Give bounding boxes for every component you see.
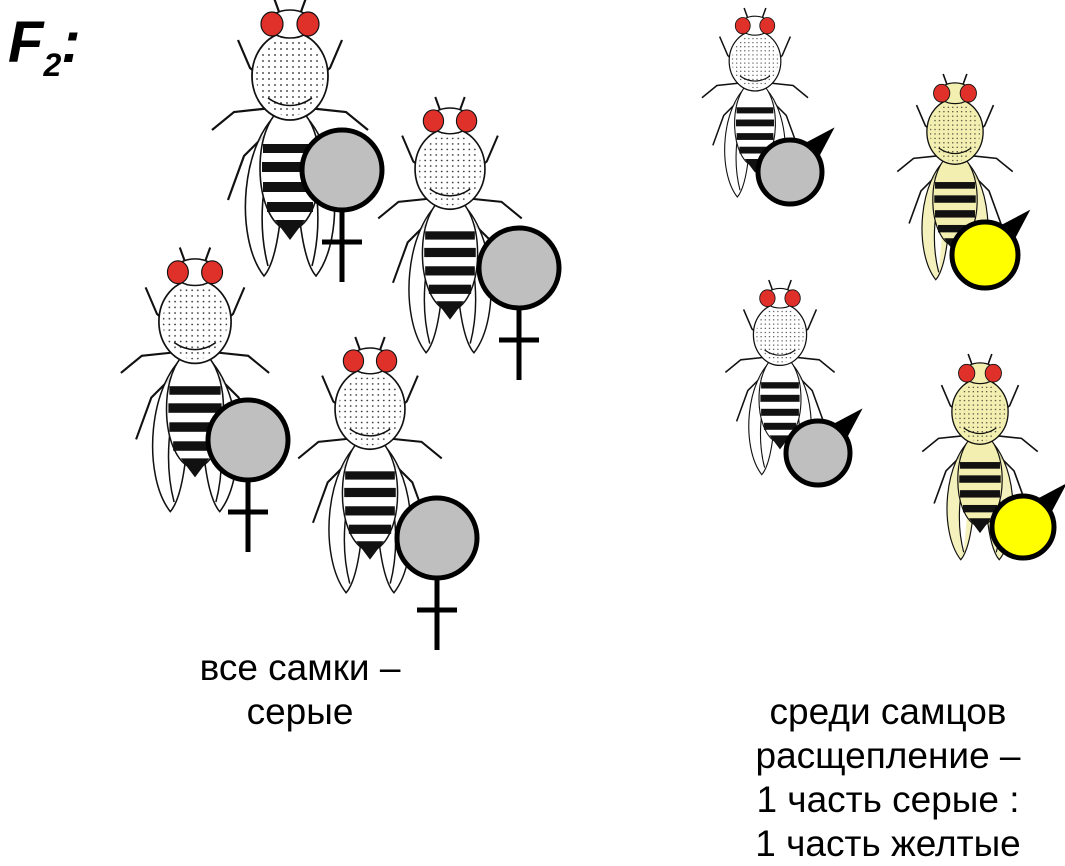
males-caption-line-1: среди самцов bbox=[718, 690, 1058, 734]
female-symbol-icon bbox=[397, 498, 477, 650]
males-caption: среди самцов расщепление – 1 часть серые… bbox=[718, 690, 1058, 866]
male-fly-yellow-8 bbox=[922, 354, 1065, 560]
female-fly-gray-3 bbox=[121, 248, 288, 553]
females-caption-line-1: все самки – bbox=[150, 646, 450, 690]
flies-layer bbox=[121, 0, 1065, 650]
female-fly-gray-1 bbox=[212, 0, 382, 282]
male-fly-yellow-6 bbox=[897, 74, 1030, 288]
males-caption-line-2: расщепление – bbox=[718, 734, 1058, 778]
male-fly-gray-5 bbox=[702, 8, 835, 204]
males-caption-line-4: 1 часть желтые bbox=[718, 822, 1058, 866]
females-caption: все самки – серые bbox=[150, 646, 450, 734]
female-fly-gray-2 bbox=[378, 97, 559, 380]
female-fly-gray-4 bbox=[298, 337, 477, 650]
male-fly-gray-7 bbox=[725, 280, 862, 485]
females-caption-line-2: серые bbox=[150, 690, 450, 734]
males-caption-line-3: 1 часть серые : bbox=[718, 778, 1058, 822]
